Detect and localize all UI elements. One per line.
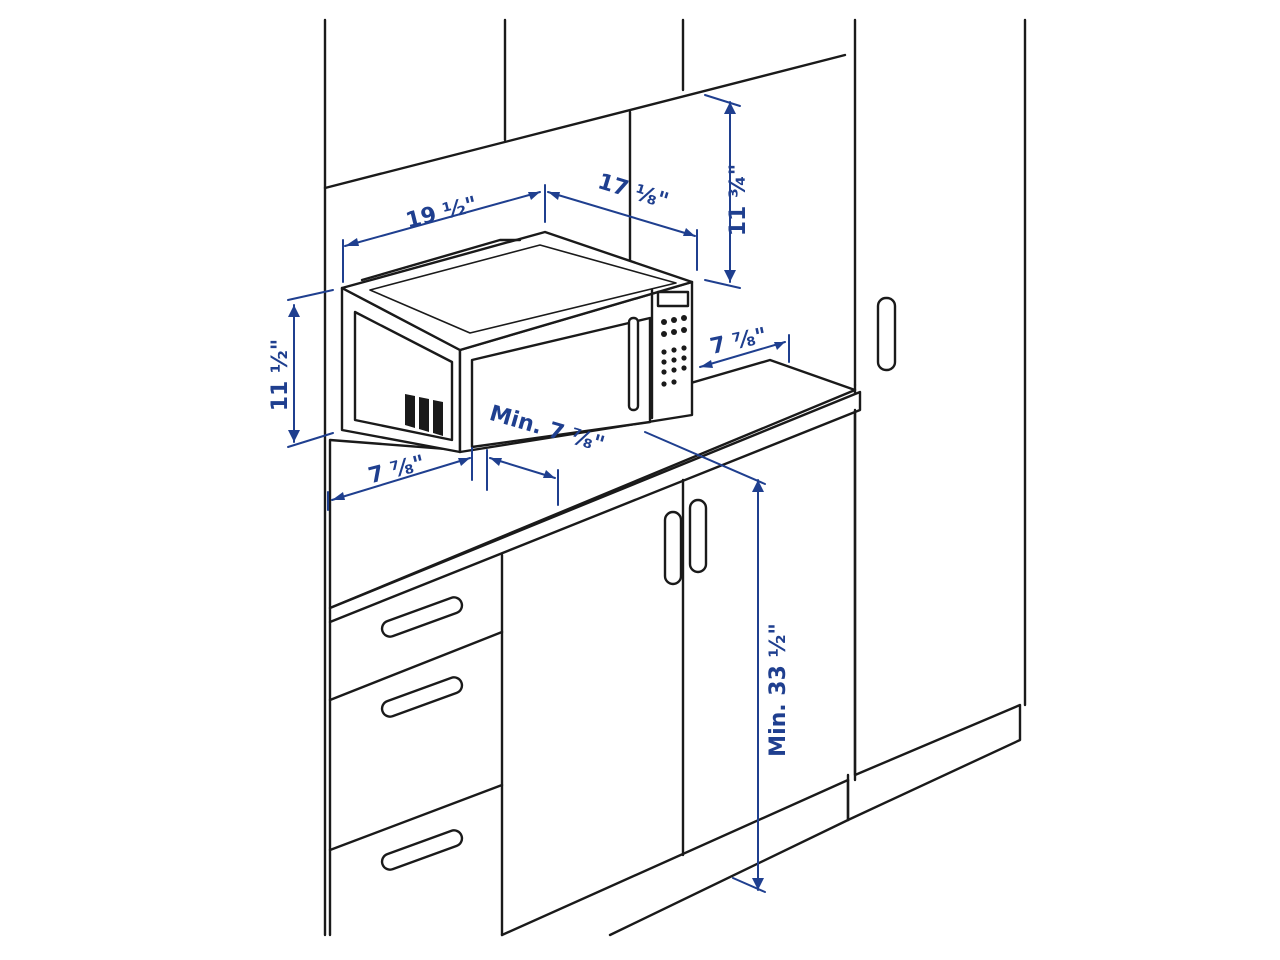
drawer-handle-3 [380,829,464,871]
tall-cabinet-handle [876,296,897,372]
label-side-clearance: 7 ⅞" [708,324,769,360]
drawer-handle-2 [380,676,464,718]
label-top-clearance: 11 ¾" [726,164,751,237]
label-counter-height: Min. 33 ½" [766,623,791,757]
drawer-handle-1 [380,596,464,638]
microwave-display [656,290,690,308]
countertop [328,358,862,624]
tall-cabinet-right [846,296,1022,822]
microwave-door-handle [627,316,640,412]
microwave [340,230,694,454]
label-width: 19 ½" [403,192,479,234]
label-depth: 17 ⅛" [595,169,672,214]
dimension-lines [287,94,790,893]
base-cabinets [328,408,857,937]
microwave-top [340,230,694,352]
control-buttons [661,315,687,387]
door-handle-right [688,498,708,574]
vent-grilles [405,394,443,436]
door-handle-left [663,510,683,586]
upper-cabinets [323,18,1027,937]
label-height: 11 ½" [268,339,293,412]
microwave-window [470,316,652,449]
